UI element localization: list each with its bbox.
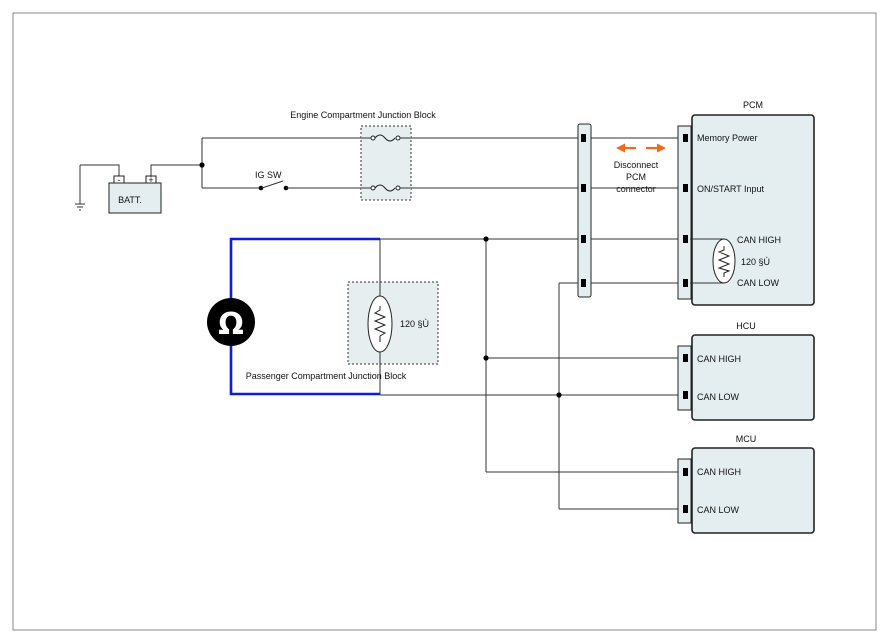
hcu-pin [683,354,688,362]
fuse-icon [361,134,411,142]
pcm-pin-can-low: CAN LOW [737,278,780,288]
can-high-hcu-dot [483,355,489,361]
can-high-junction-dot [483,236,489,242]
disconnect-label-line2: PCM [626,172,646,182]
hcu-pin [683,391,688,399]
fuse-icon [361,184,411,192]
pcm-pin [683,184,688,192]
pcm-pin-on-start: ON/START Input [697,184,765,194]
ohm-meter-icon: Ω [207,298,255,346]
pcm-pin-can-high: CAN HIGH [737,235,781,245]
pcm-module [691,114,815,306]
hcu-pin-can-low: CAN LOW [697,392,740,402]
battery-junction-dot [199,162,205,168]
connector-pin [581,235,586,243]
pcm-pin-memory-power: Memory Power [697,133,758,143]
battery-neg-label: - [118,175,121,185]
passenger-resistor-label: 120 §Ù [400,319,429,329]
passenger-jb-label: Passenger Compartment Junction Block [246,371,407,381]
battery-icon: - + BATT. [108,175,162,214]
disconnect-label-line1: Disconnect [614,160,659,170]
ground-wire [80,164,120,177]
pcm-pin-strip [677,125,692,300]
pcm-connector [577,123,592,298]
resistor-icon [712,238,736,284]
mcu-pin [683,505,688,513]
pcm-title: PCM [743,100,763,110]
mcu-module [691,447,815,534]
resistor-icon [367,295,393,353]
ig-switch-label: IG SW [255,170,282,180]
passenger-junction-block [347,281,439,365]
connector-pin [581,134,586,142]
hcu-pin-can-high: CAN HIGH [697,354,741,364]
mcu-pin-can-low: CAN LOW [697,505,740,515]
ground-icon [75,165,85,211]
connector-pin [581,184,586,192]
pcm-pin [683,134,688,142]
battery-pos-label: + [148,175,153,185]
disconnect-label-line3: connector [616,184,656,194]
hcu-title: HCU [736,321,756,331]
engine-jb-label: Engine Compartment Junction Block [290,110,436,120]
battery-label: BATT. [118,195,142,205]
battery-pos-wire [150,164,202,177]
double-arrow-icon [616,143,666,153]
ohm-symbol: Ω [218,307,244,342]
pcm-pin [683,235,688,243]
pcm-resistor-label: 120 §Ù [741,257,770,267]
can-low-junction-dot [556,392,562,398]
pcm-pin [683,279,688,287]
mcu-pin-can-high: CAN HIGH [697,467,741,477]
mcu-pin [683,468,688,476]
connector-pin [581,279,586,287]
mcu-title: MCU [736,434,757,444]
hcu-module [691,334,815,421]
